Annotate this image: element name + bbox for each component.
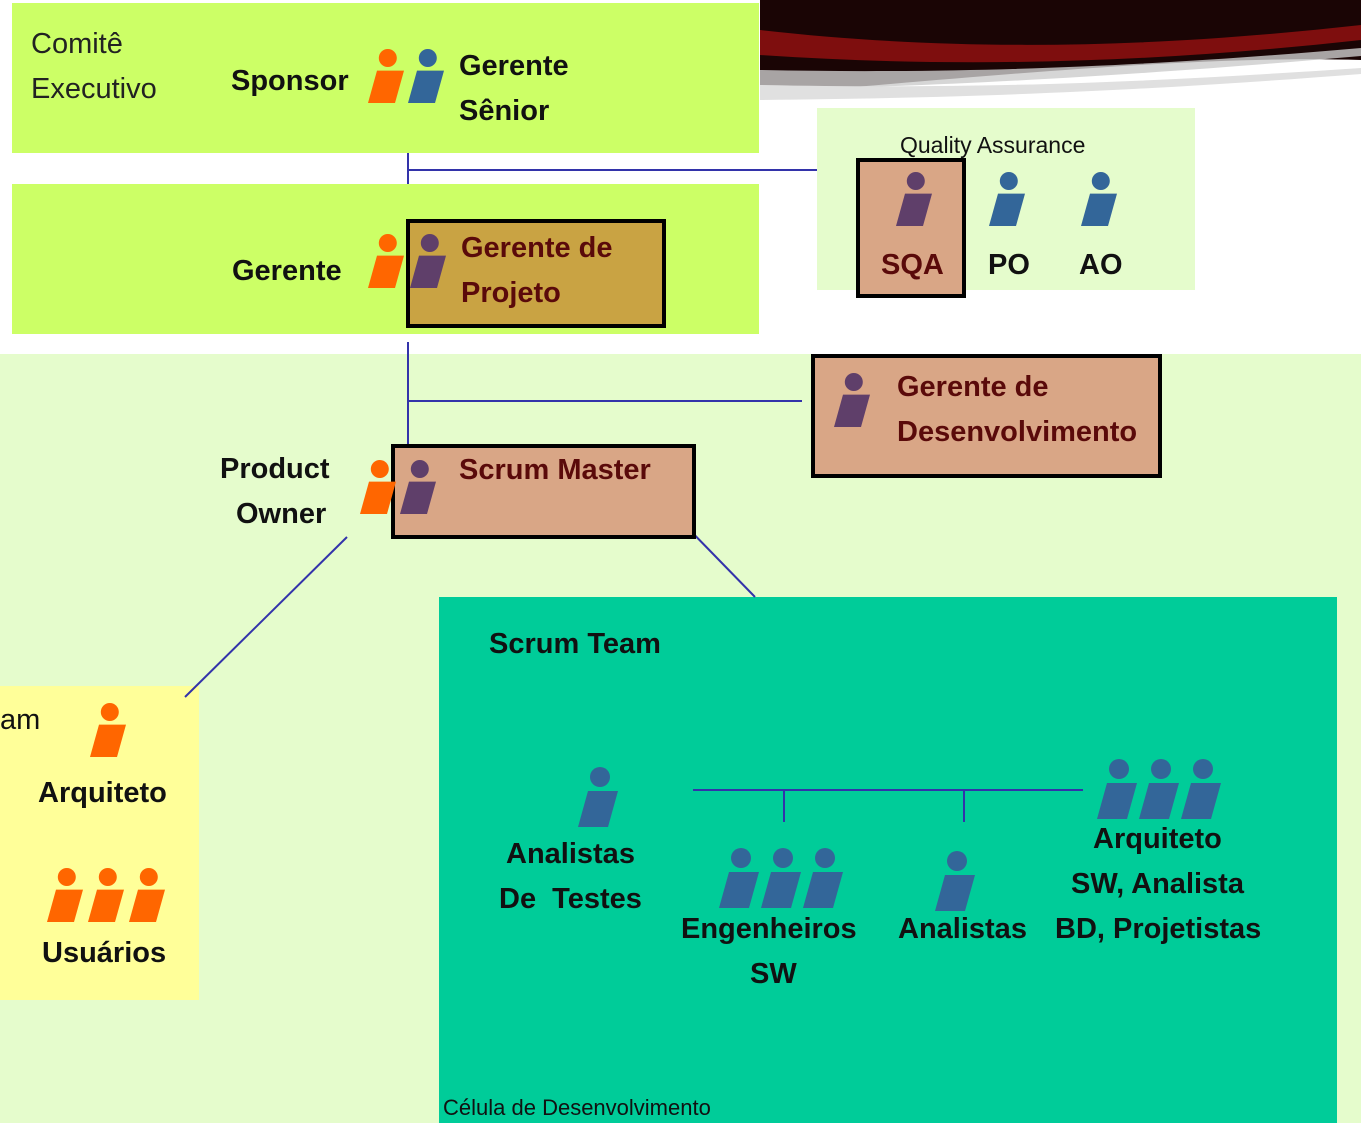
dev-manager-box	[811, 354, 1162, 478]
dev-cell-label: Célula de Desenvolvimento	[443, 1095, 711, 1120]
side-team-label-fragment: am	[0, 704, 41, 736]
architects-person-icon-2	[1139, 758, 1179, 820]
scrum-master-label: Scrum Master	[459, 454, 651, 486]
architects-label-line2: SW, Analista	[1071, 868, 1244, 900]
senior-manager-person-icon	[408, 47, 444, 105]
po-person-icon	[989, 170, 1025, 228]
testers-person-icon	[578, 766, 618, 828]
architects-person-icon-3	[1181, 758, 1221, 820]
project-manager-person-icon	[410, 232, 446, 290]
manager-label: Gerente	[232, 255, 342, 287]
dev-manager-person-icon	[834, 371, 870, 429]
product-owner-person-icon	[360, 456, 396, 518]
architects-person-icon-1	[1097, 758, 1137, 820]
architects-label-line3: BD, Projetistas	[1055, 913, 1262, 945]
manager-person-icon	[368, 232, 404, 290]
project-manager-line2: Projeto	[461, 277, 561, 309]
scrum-team-panel	[439, 597, 1337, 1123]
senior-manager-line2: Sênior	[459, 95, 550, 127]
executive-label-line2: Executivo	[31, 73, 157, 105]
users-label: Usuários	[42, 937, 167, 969]
project-manager-line1: Gerente de	[461, 232, 613, 264]
testers-label-line1: Analistas	[506, 838, 635, 870]
analysts-person-icon	[935, 850, 975, 912]
testers-label-line2: De Testes	[499, 883, 642, 915]
scrum-team-title: Scrum Team	[489, 628, 661, 660]
senior-manager-line1: Gerente	[459, 50, 569, 82]
product-owner-line2: Owner	[236, 498, 327, 530]
dev-manager-line1: Gerente de	[897, 371, 1049, 403]
scrum-master-person-icon	[400, 456, 436, 518]
dev-manager-line2: Desenvolvimento	[897, 416, 1138, 448]
sqa-label: SQA	[881, 249, 944, 281]
po-label: PO	[988, 249, 1030, 281]
qa-title: Quality Assurance	[900, 132, 1086, 158]
engineers-person-icon-1	[719, 847, 759, 909]
header-swoosh-decoration	[760, 0, 1361, 100]
architects-label-line1: Arquiteto	[1093, 823, 1222, 855]
ao-label: AO	[1079, 249, 1123, 281]
architect-person-icon	[90, 700, 126, 760]
engineers-person-icon-2	[761, 847, 801, 909]
sqa-person-icon	[896, 170, 932, 228]
scrum-master-box	[391, 444, 696, 539]
sponsor-person-icon	[368, 47, 404, 105]
engineers-label-line1: Engenheiros	[681, 913, 857, 945]
users-person-icon-1	[47, 865, 83, 925]
executive-label-line1: Comitê	[31, 28, 123, 60]
sponsor-label: Sponsor	[231, 65, 349, 97]
project-manager-box	[406, 219, 666, 328]
product-owner-line1: Product	[220, 453, 330, 485]
architect-label: Arquiteto	[38, 777, 167, 809]
analysts-label: Analistas	[898, 913, 1027, 945]
engineers-label-line2: SW	[750, 958, 797, 990]
users-person-icon-3	[129, 865, 165, 925]
engineers-person-icon-3	[803, 847, 843, 909]
ao-person-icon	[1081, 170, 1117, 228]
users-person-icon-2	[88, 865, 124, 925]
